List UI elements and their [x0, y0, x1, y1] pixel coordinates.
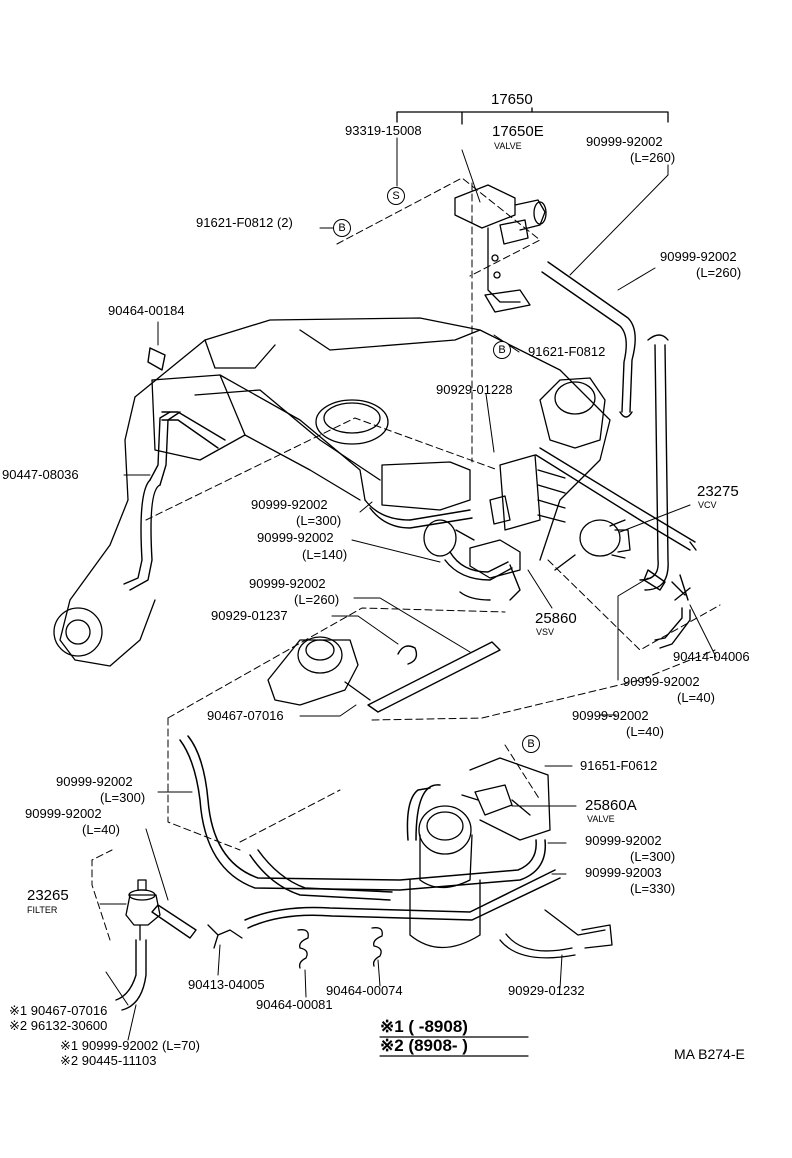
hose-90929-01237 [367, 641, 501, 713]
marker-b-91621b: B [493, 341, 511, 359]
diagram-code: MA B274-E [674, 1046, 745, 1062]
90929-01232-hose [499, 909, 613, 959]
label-90999h: 90999-92002 [56, 774, 133, 789]
dashed-outlines [91, 177, 721, 941]
label-90929-01237: 90929-01237 [211, 608, 288, 623]
marker-s: S [387, 187, 405, 205]
90467-canister [267, 636, 371, 706]
marker-b-91621a: B [333, 219, 351, 237]
label-91651-f0612: 91651-F0612 [580, 758, 658, 773]
label-90999f: 90999-92002 [623, 674, 700, 689]
label-90999d-length: (L=140) [302, 547, 348, 562]
vacuum-hoses-upper [541, 261, 669, 591]
vacuum-hoses-left [123, 347, 226, 591]
label-90999g-length: (L=40) [626, 724, 664, 739]
marker-b-91651: B [522, 735, 540, 753]
vacuum-hoses-lower [179, 735, 561, 929]
label-90999c: 90999-92002 [251, 497, 328, 512]
23265-filter [125, 879, 161, 941]
label-90999b-length: (L=260) [696, 265, 742, 280]
23275-vcv [579, 519, 631, 559]
leader-lines [99, 137, 717, 1041]
legend-star1: ※1 ( -8908) [380, 1017, 468, 1036]
label-90999a: 90999-92002 [586, 134, 663, 149]
label-17650e: 17650E [492, 123, 544, 140]
label-90929-01228: 90929-01228 [436, 382, 513, 397]
label-90999c-length: (L=300) [296, 513, 342, 528]
note-star2-hose: ※2 90445-11103 [60, 1053, 157, 1068]
label-23265: 23265 [27, 887, 69, 904]
label-25860-desc: VSV [536, 627, 555, 637]
label-23265-desc: FILTER [27, 905, 58, 915]
label-91621a: 91621-F0812 (2) [196, 215, 293, 230]
lower-canister [409, 757, 551, 948]
label-90413-04005: 90413-04005 [188, 977, 265, 992]
engine-block [53, 317, 611, 667]
label-25860: 25860 [535, 610, 577, 627]
label-90999g: 90999-92002 [572, 708, 649, 723]
label-91621b: 91621-F0812 [528, 344, 606, 359]
label-90999i: 90999-92002 [25, 806, 102, 821]
label-90999k-length: (L=330) [630, 881, 676, 896]
label-90467-07016: 90467-07016 [207, 708, 284, 723]
17650e-valve [454, 184, 547, 313]
label-90414-04006: 90414-04006 [673, 649, 750, 664]
label-23275-desc: VCV [698, 500, 717, 510]
vacuum-hoses-center [364, 447, 697, 601]
legend-lines [379, 1036, 529, 1057]
label-90999b: 90999-92002 [660, 249, 737, 264]
label-90999k: 90999-92003 [585, 865, 662, 880]
label-23275: 23275 [697, 483, 739, 500]
label-93319-15008: 93319-15008 [345, 123, 422, 138]
label-90464-00184: 90464-00184 [108, 303, 185, 318]
label-90999h-length: (L=300) [100, 790, 146, 805]
25860-vsv [423, 495, 521, 579]
note-star1-filter: ※1 90467-07016 [9, 1003, 108, 1018]
label-17650e-desc: VALVE [494, 141, 522, 151]
label-90999i-length: (L=40) [82, 822, 120, 837]
label-90464-00081: 90464-00081 [256, 997, 333, 1012]
hose-filter-lower [115, 904, 197, 1011]
note-star2-filter: ※2 96132-30600 [9, 1018, 108, 1033]
label-90999d: 90999-92002 [257, 530, 334, 545]
label-90999f-length: (L=40) [677, 690, 715, 705]
label-90999a-length: (L=260) [630, 150, 676, 165]
label-25860a: 25860A [585, 797, 637, 814]
label-90929-01232: 90929-01232 [508, 983, 585, 998]
label-90447-08036: 90447-08036 [2, 467, 79, 482]
legend-star2: ※2 (8908- ) [380, 1036, 468, 1055]
label-90464-00074: 90464-00074 [326, 983, 403, 998]
label-90999e: 90999-92002 [249, 576, 326, 591]
label-90999j: 90999-92002 [585, 833, 662, 848]
90413-connector [207, 924, 243, 949]
vacuum-hoses-right [643, 569, 691, 649]
90464-clips [297, 927, 383, 969]
label-90999j-length: (L=300) [630, 849, 676, 864]
label-25860a-desc: VALVE [587, 814, 615, 824]
label-17650: 17650 [491, 91, 533, 108]
label-90999e-length: (L=260) [294, 592, 340, 607]
assembly-bracket [396, 107, 669, 125]
note-star1-hose: ※1 90999-92002 (L=70) [60, 1038, 200, 1053]
